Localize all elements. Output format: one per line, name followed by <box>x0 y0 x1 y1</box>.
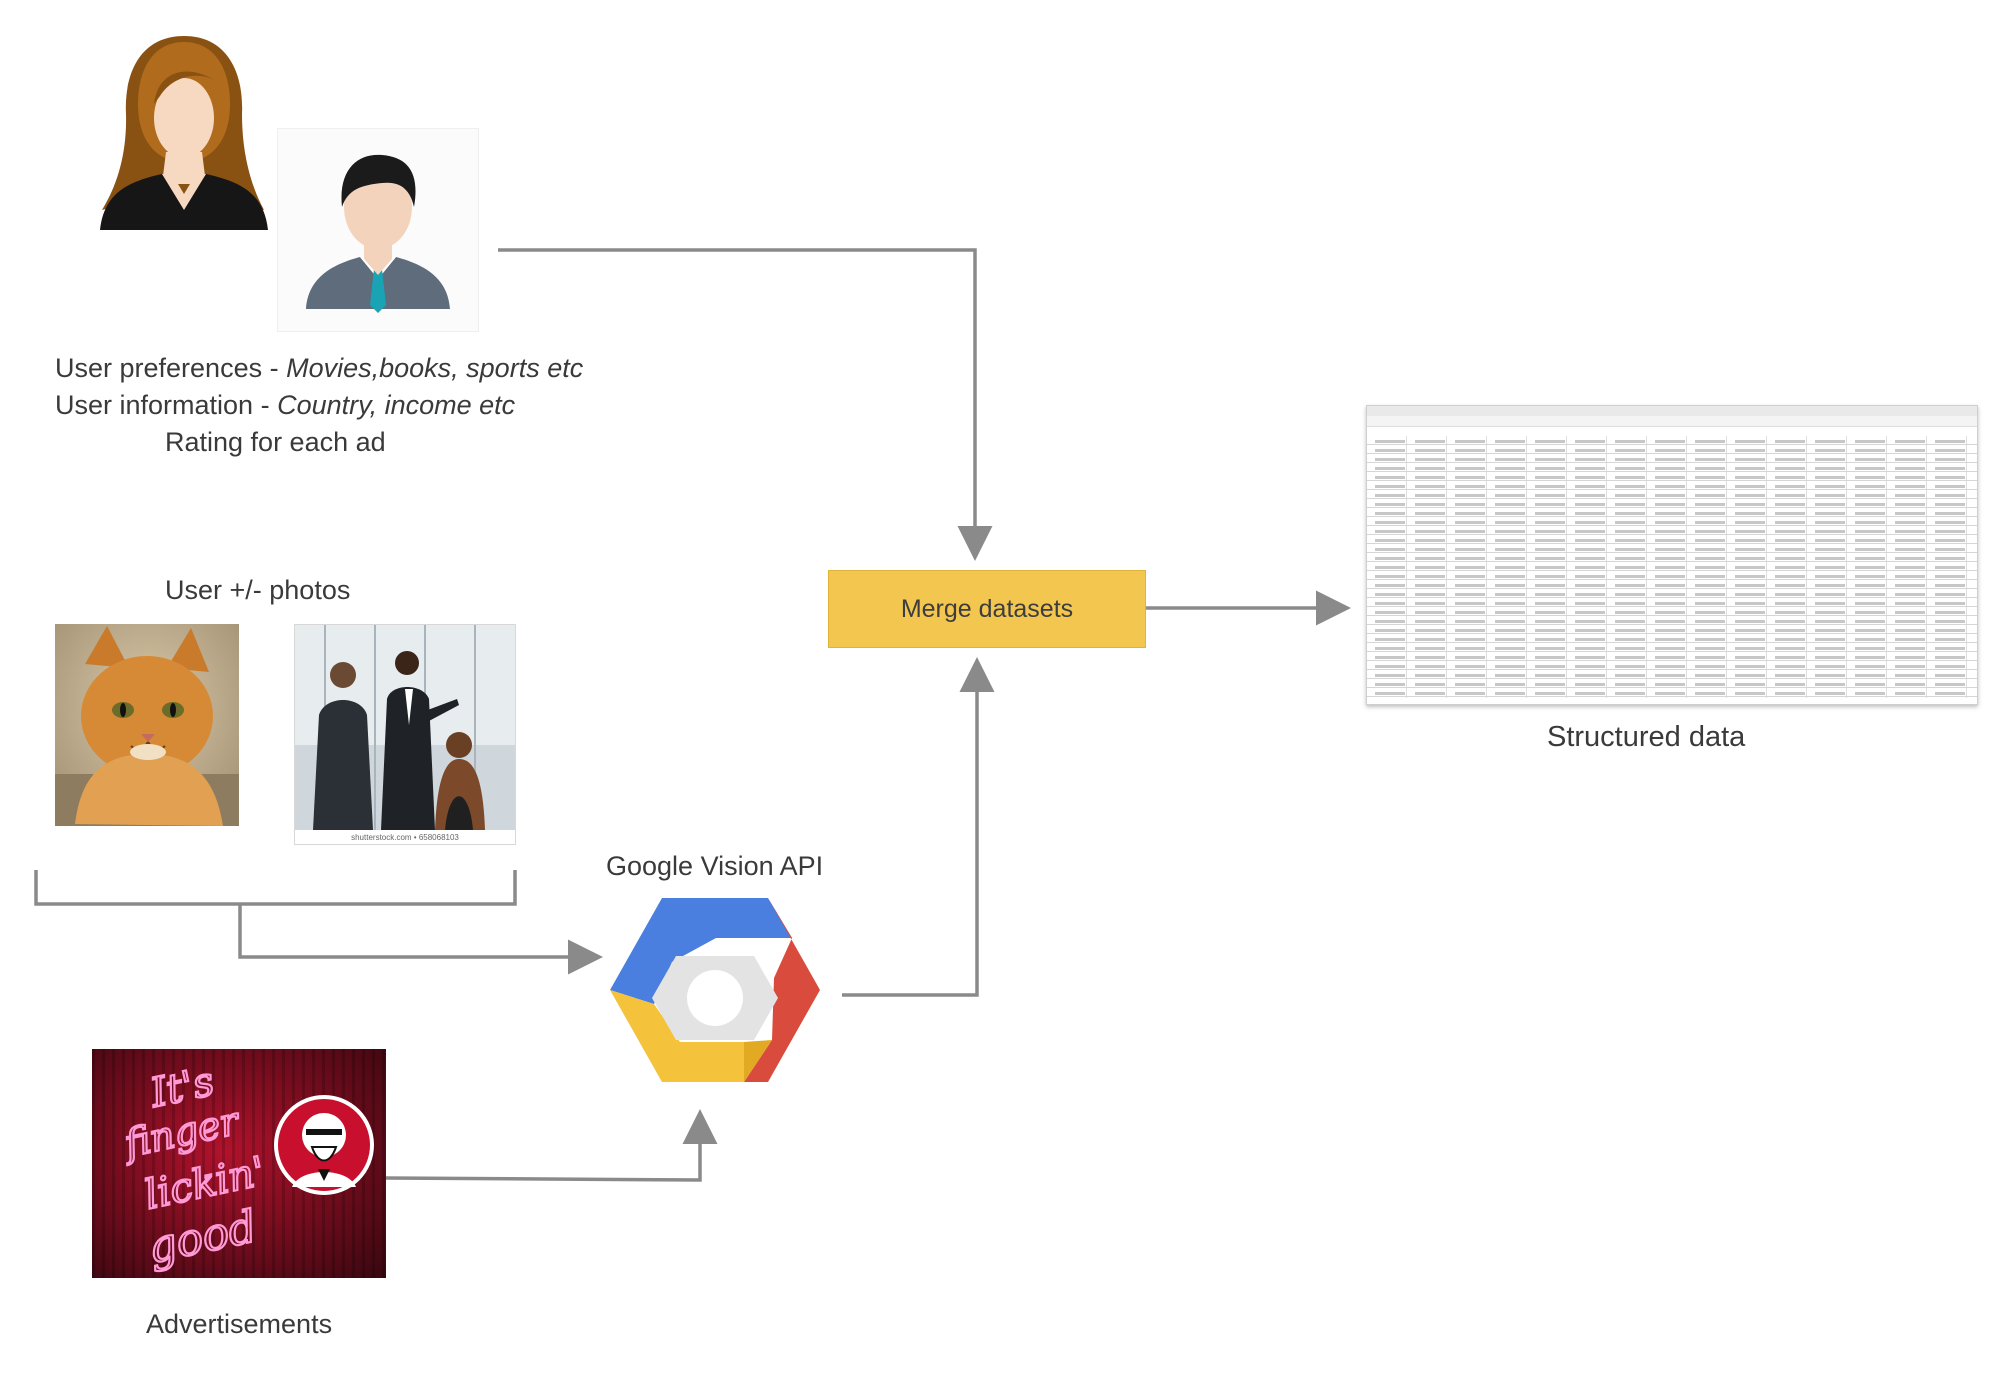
spreadsheet-screenshot <box>1366 405 1978 705</box>
preferences-label: User preferences - <box>55 353 287 383</box>
preferences-value: Movies,books, sports etc <box>286 353 584 383</box>
vision-to-merge-arrow <box>842 657 995 997</box>
rating-line: Rating for each ad <box>165 427 386 457</box>
male-user-avatar <box>277 128 479 332</box>
structured-data-label: Structured data <box>1547 721 1746 753</box>
vision-label: Google Vision API <box>606 851 824 881</box>
advertisements-label: Advertisements <box>146 1309 333 1339</box>
user-information-line: User information - Country, income etc <box>55 390 515 421</box>
stock-watermark: shutterstock.com • 658068103 <box>351 833 459 842</box>
business-meeting-photo: shutterstock.com • 658068103 <box>294 624 516 845</box>
ads-to-vision-arrow <box>385 1109 718 1182</box>
photos-bracket <box>34 870 517 906</box>
cat-photo <box>55 624 239 826</box>
information-label: User information - <box>55 390 278 420</box>
sheet-titlebar <box>1367 416 1977 427</box>
photos-to-vision-arrow <box>238 904 603 975</box>
information-value: Country, income etc <box>277 390 516 420</box>
male-user-icon <box>306 154 450 313</box>
sheet-cell-values <box>1375 440 1973 696</box>
sheet-menubar <box>1367 406 1977 416</box>
google-cloud-vision-icon <box>610 898 820 1082</box>
photos-heading: User +/- photos <box>165 575 351 605</box>
merge-label: Merge datasets <box>900 594 1074 623</box>
female-user-icon <box>100 36 268 230</box>
profile-to-merge-arrow <box>498 248 993 561</box>
merge-datasets-node: Merge datasets <box>828 570 1146 648</box>
user-preferences-line: User preferences - Movies,books, sports … <box>55 353 583 384</box>
kfc-advertisement: It's finger lickin' good <box>92 1049 386 1278</box>
kfc-colonel-logo <box>274 1095 374 1195</box>
